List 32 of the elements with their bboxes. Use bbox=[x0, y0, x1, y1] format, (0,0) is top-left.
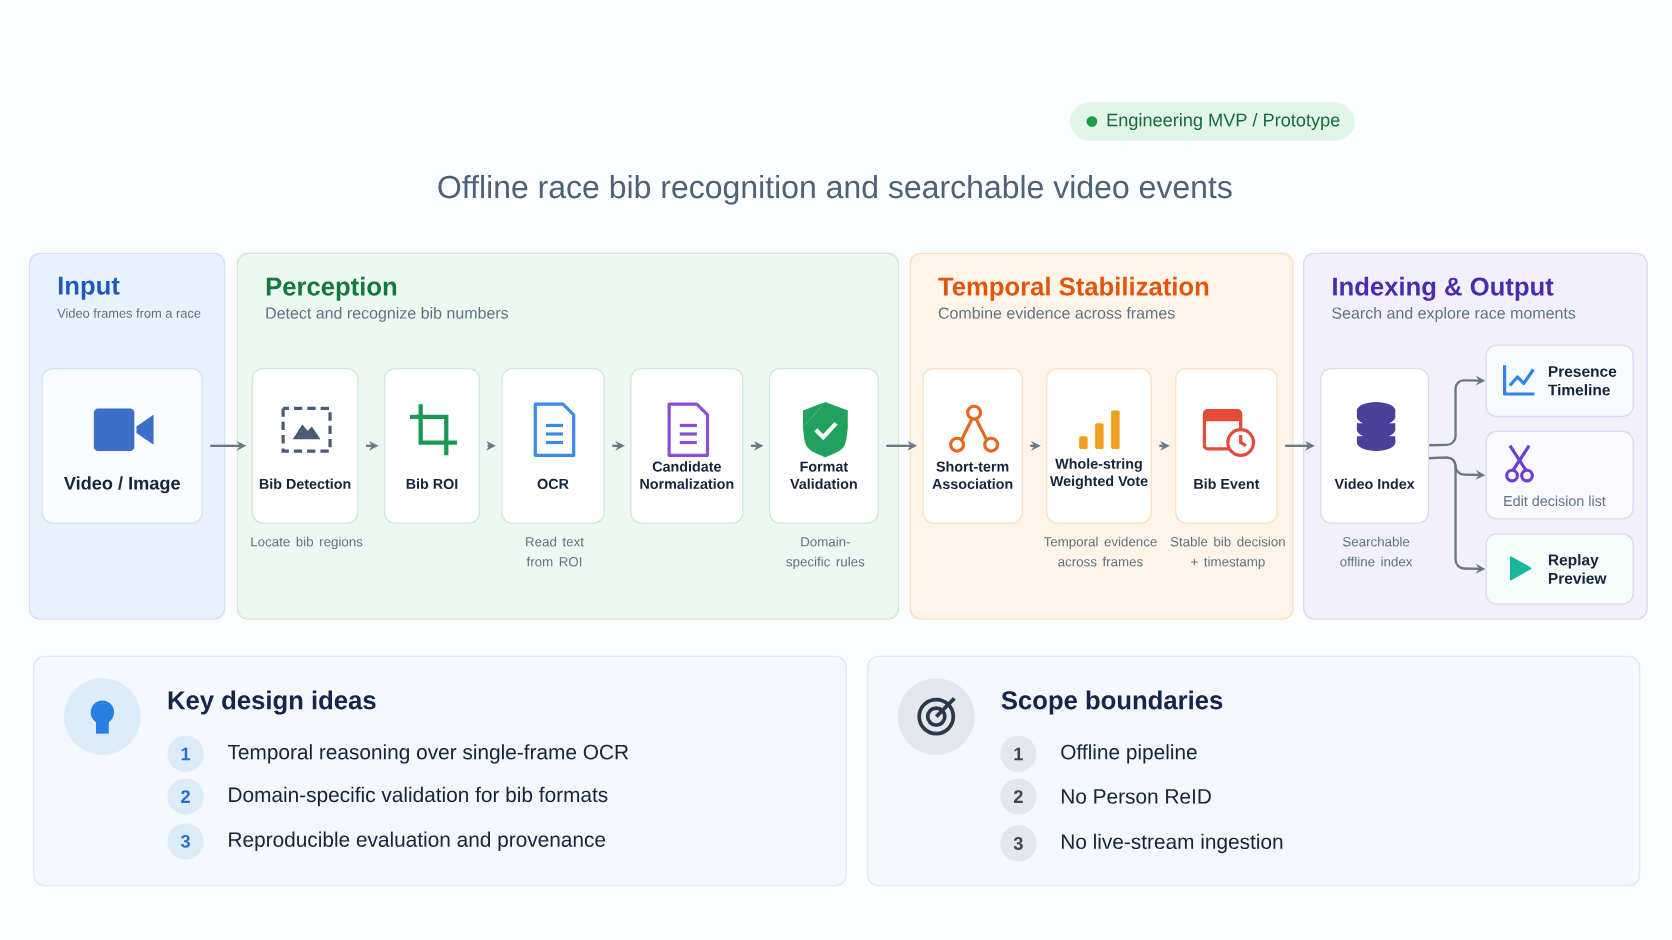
step-box: Candidate Normalization bbox=[630, 367, 744, 524]
list-item: Domain-specific validation for bib formats bbox=[229, 786, 608, 806]
step-box: Short-term Association bbox=[922, 367, 1023, 524]
number-badge: 2 bbox=[167, 778, 204, 815]
step-caption: Searchable offline index bbox=[1340, 536, 1413, 567]
step-caption: Read text from ROI bbox=[526, 536, 584, 567]
status-badge: Engineering MVP / Prototype bbox=[1069, 102, 1356, 141]
number-badge: 1 bbox=[167, 735, 204, 772]
step-caption: Locate bib regions bbox=[251, 536, 363, 549]
output-box: Edit decision list bbox=[1485, 430, 1634, 520]
output-box: Replay Preview bbox=[1485, 532, 1634, 605]
step-box: Video / Image bbox=[41, 367, 203, 524]
list-item: No live-stream ingestion bbox=[1061, 833, 1283, 853]
step-caption: Stable bib decision + timestamp bbox=[1170, 536, 1285, 569]
step-box: Bib Detection bbox=[251, 367, 359, 524]
step-caption: Temporal evidence across frames bbox=[1043, 536, 1157, 567]
list-item: Temporal reasoning over single-frame OCR bbox=[227, 743, 629, 764]
number-badge: 3 bbox=[1000, 825, 1037, 862]
list-item: Offline pipeline bbox=[1061, 743, 1197, 764]
step-box: Whole-string Weighted Vote bbox=[1046, 367, 1152, 524]
subtitle: Offline race bib recognition and searchable video events bbox=[438, 174, 1232, 205]
number-badge: 3 bbox=[167, 822, 204, 860]
number-badge: 2 bbox=[1000, 778, 1037, 815]
list-item: Reproducible evaluation and provenance bbox=[229, 831, 606, 851]
step-caption: Domain-specific rules bbox=[786, 536, 865, 569]
list-item: No Person ReID bbox=[1061, 789, 1211, 804]
step-box: OCR bbox=[501, 367, 605, 524]
output-box: Presence Timeline bbox=[1485, 344, 1634, 417]
step-box: Video Index bbox=[1320, 367, 1430, 524]
step-box: Bib Event bbox=[1175, 367, 1278, 524]
number-badge: 1 bbox=[1000, 735, 1037, 772]
step-box: Bib ROI bbox=[383, 367, 481, 524]
